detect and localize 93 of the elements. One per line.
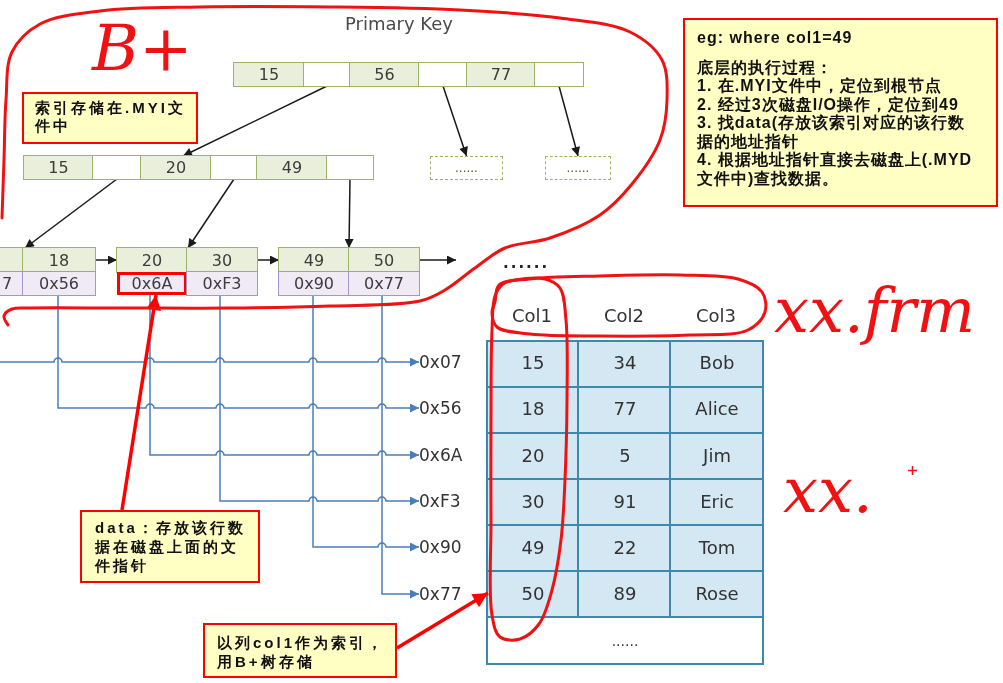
key-cell: 18 (23, 248, 95, 272)
row-address: 0x6A (419, 444, 469, 466)
callout-box (203, 623, 397, 678)
column-value: Rose (695, 583, 739, 605)
row-address: 0x90 (419, 536, 469, 558)
callout-text: 索引存储在.MYI文件中 (35, 99, 187, 135)
column-header: Col3 (696, 305, 736, 327)
pointer-arrow (344, 178, 354, 249)
column-value: 30 (521, 491, 545, 513)
row-pointer-cell: 0x77 (349, 272, 419, 295)
column-value: 34 (613, 352, 637, 374)
column-value: Tom (698, 537, 736, 559)
link-arrow (418, 255, 457, 265)
key-cell (0, 248, 23, 272)
column-value: 5 (619, 445, 631, 467)
child-pointer-cell (535, 63, 583, 86)
note-text: eg: where col1=49 (697, 29, 854, 48)
handwritten-label: xx. (783, 460, 873, 522)
pointer-arrow (24, 178, 118, 249)
child-pointer-cell (93, 156, 141, 179)
pointer-arrow (442, 85, 468, 157)
row-pointer-cell: 0x90 (279, 272, 349, 295)
key-cell: 20 (141, 156, 211, 179)
callout-text: 以列col1作为索引，用B+树存储 (217, 633, 386, 671)
column-header: Col1 (512, 305, 552, 327)
key-cell: 49 (279, 248, 349, 272)
note-text: 2. 经过3次磁盘I/O操作，定位到49 (697, 95, 960, 114)
column-value: 15 (521, 352, 545, 374)
column-value: 18 (521, 398, 545, 420)
address-arrow (381, 294, 420, 599)
note-text: 底层的执行过程： (697, 58, 834, 77)
key-cell: 50 (349, 248, 419, 272)
row-pointer-cell: 0xF3 (187, 272, 257, 295)
column-value: 49 (521, 537, 545, 559)
placeholder-node: ...... (545, 156, 611, 180)
note-text: 4. 根据地址指针直接去磁盘上(.MYD文件中)查找数据。 (697, 151, 973, 188)
placeholder-node: ...... (430, 156, 503, 180)
row-address: 0x56 (419, 397, 469, 419)
column-value: Jim (703, 445, 731, 467)
child-pointer-cell (211, 156, 257, 179)
note-text: 1. 在.MYI文件中，定位到根节点 (697, 77, 943, 96)
row-address: 0xF3 (419, 490, 469, 512)
key-cell: 30 (187, 248, 257, 272)
address-arrow (312, 294, 420, 552)
pointer-arrow (558, 85, 580, 157)
child-pointer-cell (327, 156, 373, 179)
index-node (117, 248, 257, 295)
child-pointer-cell (419, 63, 467, 86)
column-value: Alice (695, 398, 739, 420)
index-node (0, 248, 95, 295)
key-cell: 49 (257, 156, 327, 179)
address-arrow (57, 294, 420, 413)
row-pointer-cell: 7 (0, 272, 23, 295)
key-cell: 77 (467, 63, 535, 86)
row-pointer-cell: 0x6A (117, 272, 187, 295)
index-node (279, 248, 419, 295)
callout-arrow (396, 591, 489, 650)
column-value: 22 (613, 537, 637, 559)
pointer-arrow (182, 85, 328, 157)
note-box (683, 18, 998, 207)
key-cell: 15 (24, 156, 93, 179)
row-address: 0x07 (419, 351, 469, 373)
row-pointer-cell: 0x56 (23, 272, 95, 295)
index-node (24, 156, 373, 179)
callout-box (22, 92, 198, 144)
row-address: 0x77 (419, 583, 469, 605)
column-header: Col2 (604, 305, 644, 327)
callout-box (80, 510, 260, 583)
ellipsis-text: ...... (503, 257, 550, 270)
column-value: 91 (613, 491, 637, 513)
link-arrow (94, 255, 118, 265)
tree-title: Primary Key (345, 13, 453, 35)
ellipsis-text: ...... (611, 634, 639, 648)
key-cell: 15 (234, 63, 304, 86)
address-arrow (149, 294, 420, 460)
note-text: 3. 找data(存放该索引对应的该行数据的地址指针 (697, 114, 966, 151)
callout-arrow (120, 294, 162, 511)
key-cell: 56 (350, 63, 419, 86)
address-arrow (219, 294, 420, 506)
index-node (234, 63, 583, 86)
column-value: 20 (521, 445, 545, 467)
column-value: Bob (699, 352, 735, 374)
column-value: 77 (613, 398, 637, 420)
column-value: 50 (521, 583, 545, 605)
address-arrow (0, 357, 420, 367)
handwritten-label: B+ (92, 16, 193, 80)
link-arrow (256, 255, 280, 265)
child-pointer-cell (304, 63, 350, 86)
pointer-arrow (187, 178, 235, 249)
column-value: 89 (613, 583, 637, 605)
column-value: Eric (700, 491, 734, 513)
key-cell: 20 (117, 248, 187, 272)
callout-text: data：存放该行数据在磁盘上面的文件指针 (95, 518, 247, 575)
